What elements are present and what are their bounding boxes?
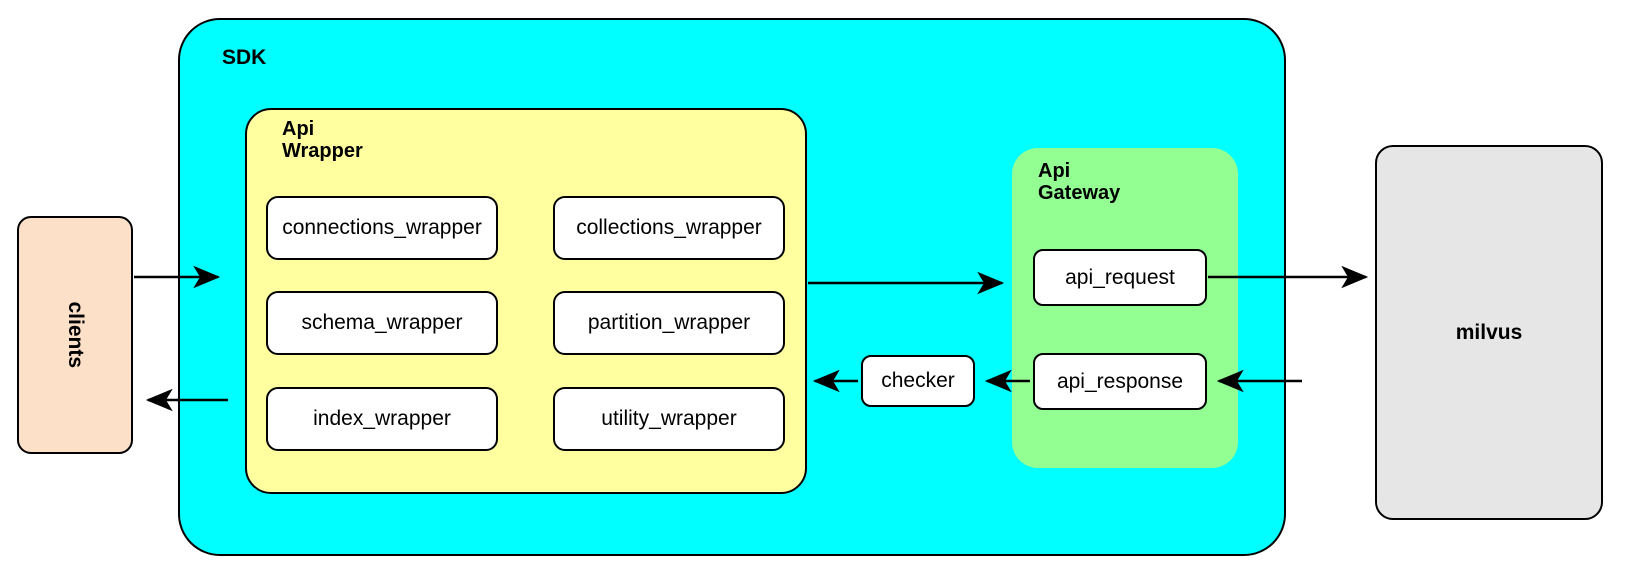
- collections-wrapper-label: collections_wrapper: [576, 216, 762, 240]
- api-response-node[interactable]: api_response: [1033, 353, 1207, 410]
- api-wrapper-title: Api Wrapper: [282, 118, 363, 163]
- schema-wrapper-label: schema_wrapper: [301, 311, 463, 335]
- connections-wrapper-node[interactable]: connections_wrapper: [266, 196, 498, 260]
- partition-wrapper-label: partition_wrapper: [587, 311, 751, 335]
- index-wrapper-label: index_wrapper: [313, 407, 451, 431]
- schema-wrapper-node[interactable]: schema_wrapper: [266, 291, 498, 355]
- checker-node[interactable]: checker: [861, 355, 975, 407]
- collections-wrapper-node[interactable]: collections_wrapper: [553, 196, 785, 260]
- clients-node[interactable]: clients: [17, 216, 133, 454]
- milvus-node[interactable]: milvus: [1375, 145, 1603, 520]
- api-request-label: api_request: [1065, 265, 1175, 289]
- utility-wrapper-node[interactable]: utility_wrapper: [553, 387, 785, 451]
- index-wrapper-node[interactable]: index_wrapper: [266, 387, 498, 451]
- api-response-label: api_response: [1056, 369, 1184, 393]
- partition-wrapper-node[interactable]: partition_wrapper: [553, 291, 785, 355]
- checker-label: checker: [881, 369, 955, 393]
- utility-wrapper-label: utility_wrapper: [601, 407, 737, 431]
- sdk-title: SDK: [222, 46, 267, 69]
- api-request-node[interactable]: api_request: [1033, 249, 1207, 306]
- api-gateway-title: Api Gateway: [1038, 160, 1121, 205]
- connections-wrapper-label: connections_wrapper: [282, 216, 482, 240]
- milvus-label: milvus: [1455, 320, 1523, 344]
- api-gateway-container[interactable]: Api Gateway: [1012, 148, 1238, 468]
- clients-label: clients: [63, 301, 87, 369]
